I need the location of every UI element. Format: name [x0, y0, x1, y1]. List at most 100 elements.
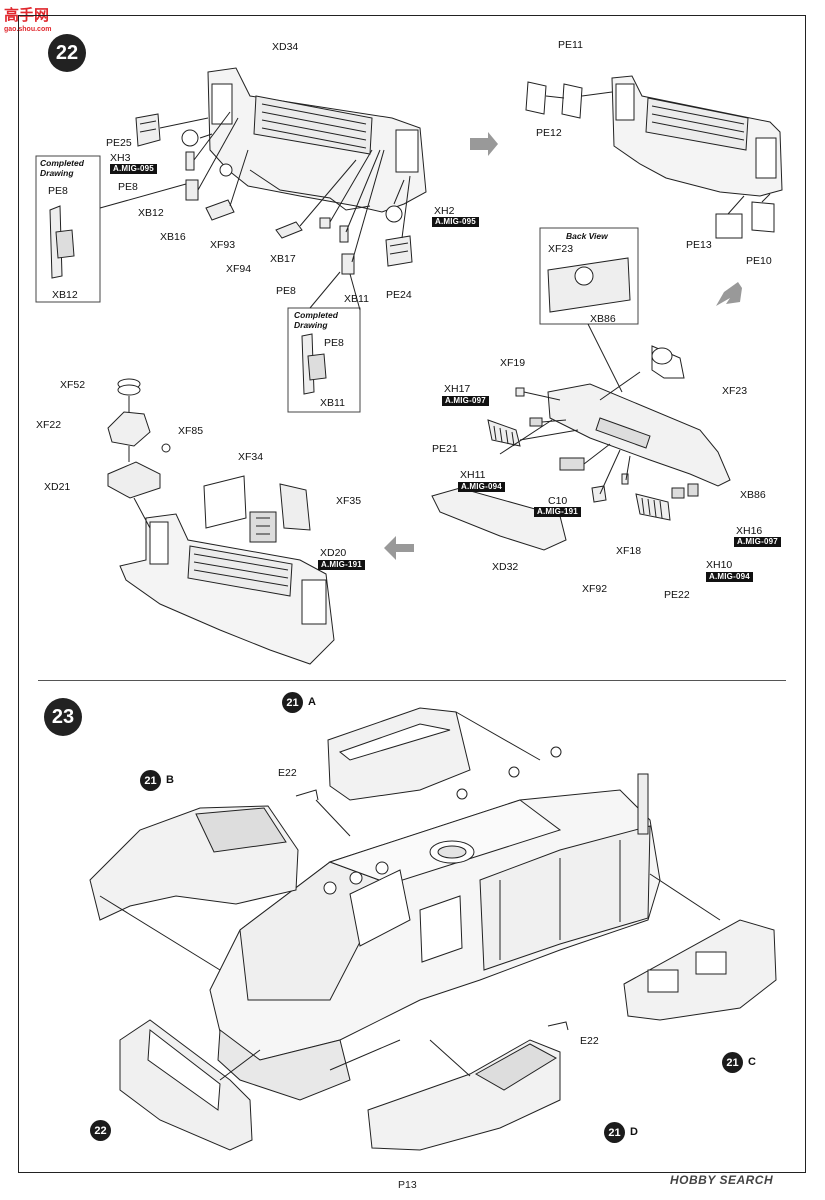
label-xd32: XD32 [492, 561, 519, 573]
label-xh10: XH10 [706, 559, 733, 571]
label-pe11: PE11 [558, 39, 583, 51]
label-pe24: PE24 [386, 289, 412, 301]
part-c10 [559, 457, 585, 471]
label-xf92: XF92 [582, 583, 608, 595]
ref-22-number: 22 [90, 1120, 111, 1141]
ref-21a-letter: A [308, 696, 316, 708]
flow-arrow-down [716, 282, 742, 306]
label-pe8-a: PE8 [118, 181, 138, 193]
label-xh11: XH11 [460, 469, 486, 481]
label-xh2: XH2 [434, 205, 455, 217]
grille-frame-xd34 [207, 67, 427, 213]
completed-drawing-left: Completed Drawing [40, 158, 84, 179]
exhaust-stack [637, 773, 649, 835]
label-xb12-a: XB12 [138, 207, 164, 219]
ref-21b-number: 21 [140, 770, 161, 791]
part-xb12 [185, 179, 199, 201]
label-xf22: XF22 [36, 419, 62, 431]
label-xf18: XF18 [616, 545, 642, 557]
part-pe22 [635, 493, 671, 521]
part-pe13 [715, 213, 743, 239]
step-22-number: 22 [48, 34, 86, 72]
label-xh3: XH3 [110, 152, 131, 164]
part-light-b [385, 205, 403, 223]
part-xf94 [275, 221, 303, 239]
label-xf94: XF94 [226, 263, 252, 275]
label-xf19: XF19 [500, 357, 526, 369]
label-xh16: XH16 [736, 525, 763, 537]
part-xh16 [687, 483, 699, 497]
part-e22-bottom [547, 1021, 569, 1031]
completed-drawing-mid: Completed Drawing [294, 310, 338, 331]
label-xh17: XH17 [444, 383, 471, 395]
label-xb86-bv: XB86 [590, 313, 616, 325]
part-pe10 [751, 201, 775, 233]
label-pe21: PE21 [432, 443, 458, 455]
flow-arrow-left [384, 536, 414, 560]
ref-21d-number: 21 [604, 1122, 625, 1143]
part-xf85 [161, 443, 171, 453]
tag-xh17-paint: A.MIG-097 [442, 396, 489, 406]
part-pe8-a [185, 151, 195, 171]
label-xb16: XB16 [160, 231, 186, 243]
tag-c10-paint: A.MIG-191 [534, 507, 581, 517]
tag-xh16-paint: A.MIG-097 [734, 537, 781, 547]
watermark-brand: HOBBY SEARCH [670, 1173, 774, 1187]
part-xf22 [107, 411, 151, 447]
label-pe10: PE10 [746, 255, 772, 267]
part-pe8-b [339, 225, 349, 243]
flow-arrow-right [470, 132, 498, 156]
ref-21b-letter: B [166, 774, 174, 786]
ref-21c-number: 21 [722, 1052, 743, 1073]
part-xh10 [671, 487, 685, 499]
part-xb17 [319, 217, 331, 229]
part-xd20 [249, 511, 277, 543]
part-xf35 [279, 483, 311, 531]
part-xf93 [205, 199, 235, 221]
label-xf23-bv: XF23 [548, 243, 574, 255]
label-xb12-cd: XB12 [52, 289, 78, 301]
label-pe12: PE12 [536, 127, 562, 139]
page-number: P13 [398, 1179, 417, 1191]
step-23-number: 23 [44, 698, 82, 736]
part-xb16 [219, 163, 233, 177]
label-pe13: PE13 [686, 239, 712, 251]
part-e22-top [295, 789, 319, 801]
label-pe8-b: PE8 [276, 285, 296, 297]
ref-21d-letter: D [630, 1126, 638, 1138]
label-xf93: XF93 [210, 239, 236, 251]
assembled-front [119, 513, 335, 665]
back-view-title: Back View [566, 231, 608, 241]
label-xb11: XB11 [344, 293, 369, 305]
tag-xh11-paint: A.MIG-094 [458, 482, 505, 492]
label-xb17: XB17 [270, 253, 296, 265]
label-e22-bottom: E22 [580, 1035, 599, 1047]
label-xf52: XF52 [60, 379, 86, 391]
part-xf34 [203, 475, 247, 529]
tag-xd20-paint: A.MIG-191 [318, 560, 365, 570]
tag-xh10-paint: A.MIG-094 [706, 572, 753, 582]
part-xf18 [621, 473, 629, 485]
tag-xh2-paint: A.MIG-095 [432, 217, 479, 227]
ref-21a-number: 21 [282, 692, 303, 713]
watermark-url: gao.shou.com [4, 26, 52, 33]
label-xf85: XF85 [178, 425, 204, 437]
label-xb11-cd: XB11 [320, 397, 345, 409]
part-xf19 [515, 387, 525, 397]
part-xf92 [591, 485, 607, 503]
label-pe25: PE25 [106, 137, 132, 149]
part-pe21 [487, 419, 521, 447]
label-c10: C10 [548, 495, 568, 507]
label-pe8-cd: PE8 [48, 185, 68, 197]
label-pe22: PE22 [664, 589, 690, 601]
part-pe24 [385, 235, 413, 267]
label-xd21: XD21 [44, 481, 71, 493]
label-xb86: XB86 [740, 489, 766, 501]
tag-xh3-paint: A.MIG-095 [110, 164, 157, 174]
part-pe12 [525, 81, 547, 115]
label-xf34: XF34 [238, 451, 264, 463]
part-xh17 [529, 417, 543, 427]
label-xf35: XF35 [336, 495, 362, 507]
part-xb11 [341, 253, 355, 275]
